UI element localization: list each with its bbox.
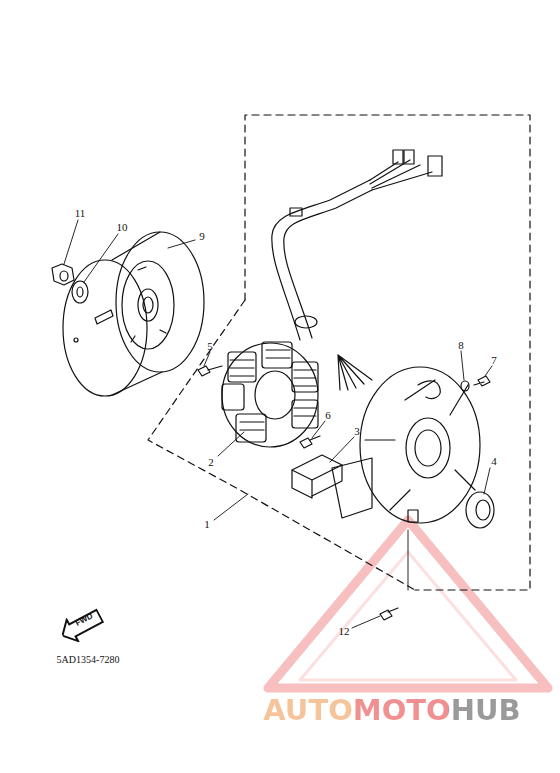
stator-coil — [222, 342, 318, 447]
callout-number: 1 — [203, 518, 211, 531]
assembly-boundary — [245, 115, 530, 590]
watermark: AUTOMOTOHUB — [262, 695, 521, 726]
callout-number: 7 — [490, 354, 498, 367]
callout-number: 10 — [116, 221, 129, 234]
watermark-triangle — [268, 520, 548, 688]
wire-harness — [272, 150, 442, 390]
callout-number: 9 — [198, 230, 206, 243]
callout-number: 12 — [338, 625, 351, 638]
callout-number: 11 — [74, 207, 87, 220]
stator-plate — [360, 367, 480, 523]
flywheel-rotor — [63, 232, 204, 396]
callout-number: 4 — [490, 455, 498, 468]
diagram-code: 5AD1354-7280 — [56, 654, 121, 666]
pickup-coil — [292, 455, 372, 518]
nut-and-washer — [52, 264, 88, 303]
direction-arrow: FWD — [56, 603, 107, 647]
callout-number: 8 — [457, 339, 465, 352]
callout-number: 6 — [324, 409, 332, 422]
leader-lines — [64, 220, 492, 628]
callout-number: 2 — [207, 456, 215, 469]
callout-number: 5 — [206, 340, 214, 353]
oil-seal — [466, 492, 494, 528]
screws — [198, 366, 490, 620]
callout-number: 3 — [353, 425, 361, 438]
